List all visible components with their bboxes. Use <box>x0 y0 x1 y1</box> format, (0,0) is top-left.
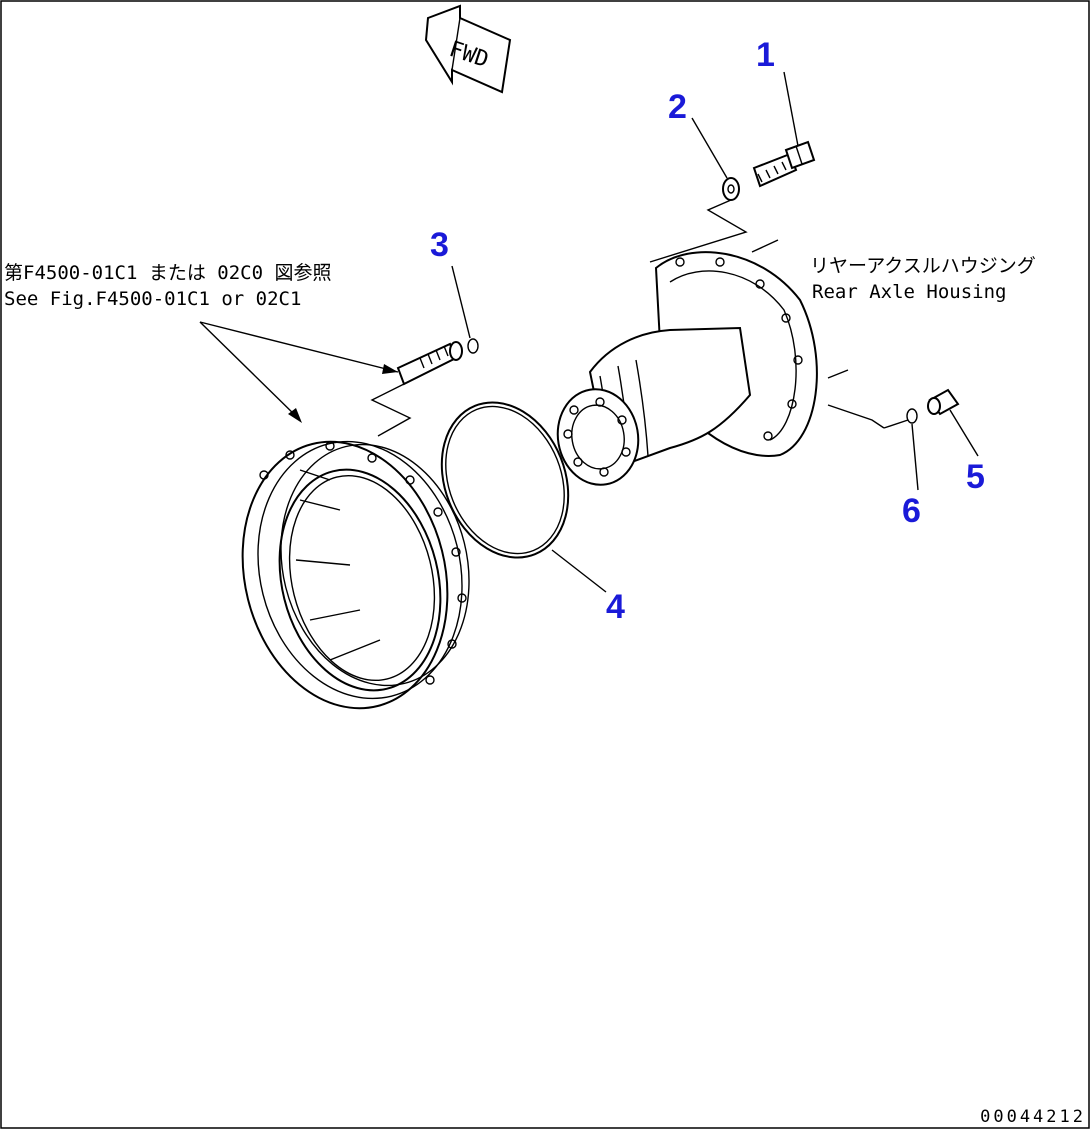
brake-housing <box>241 440 470 710</box>
assembly-line-upper <box>649 199 748 263</box>
o-ring-part-3 <box>451 265 479 354</box>
callout-3: 3 <box>430 226 449 264</box>
o-ring-part-6 <box>883 408 919 491</box>
housing-leader-line <box>751 239 779 253</box>
callout-2: 2 <box>668 88 687 126</box>
reference-note-jp: 第F4500-01C1 または 02C0 図参照 <box>4 262 331 284</box>
callout-4: 4 <box>606 588 625 626</box>
fwd-arrow-icon: FWD <box>424 4 512 94</box>
large-o-ring-part-4 <box>440 401 607 593</box>
callout-5: 5 <box>966 458 985 496</box>
rear-axle-housing <box>556 251 885 486</box>
plug-part-5 <box>927 388 979 457</box>
callout-1: 1 <box>756 36 775 74</box>
bolt-part-1 <box>752 71 816 188</box>
washer-part-2 <box>691 117 740 201</box>
plunger-valve <box>370 341 463 437</box>
housing-label-jp: リヤーアクスルハウジング <box>810 255 1036 277</box>
reference-note-en: See Fig.F4500-01C1 or 02C1 <box>4 288 301 310</box>
reference-leader-lines <box>199 321 399 423</box>
callout-6: 6 <box>902 492 921 530</box>
housing-label-en: Rear Axle Housing <box>812 281 1006 303</box>
drawing-number: 00044212 <box>980 1107 1086 1127</box>
